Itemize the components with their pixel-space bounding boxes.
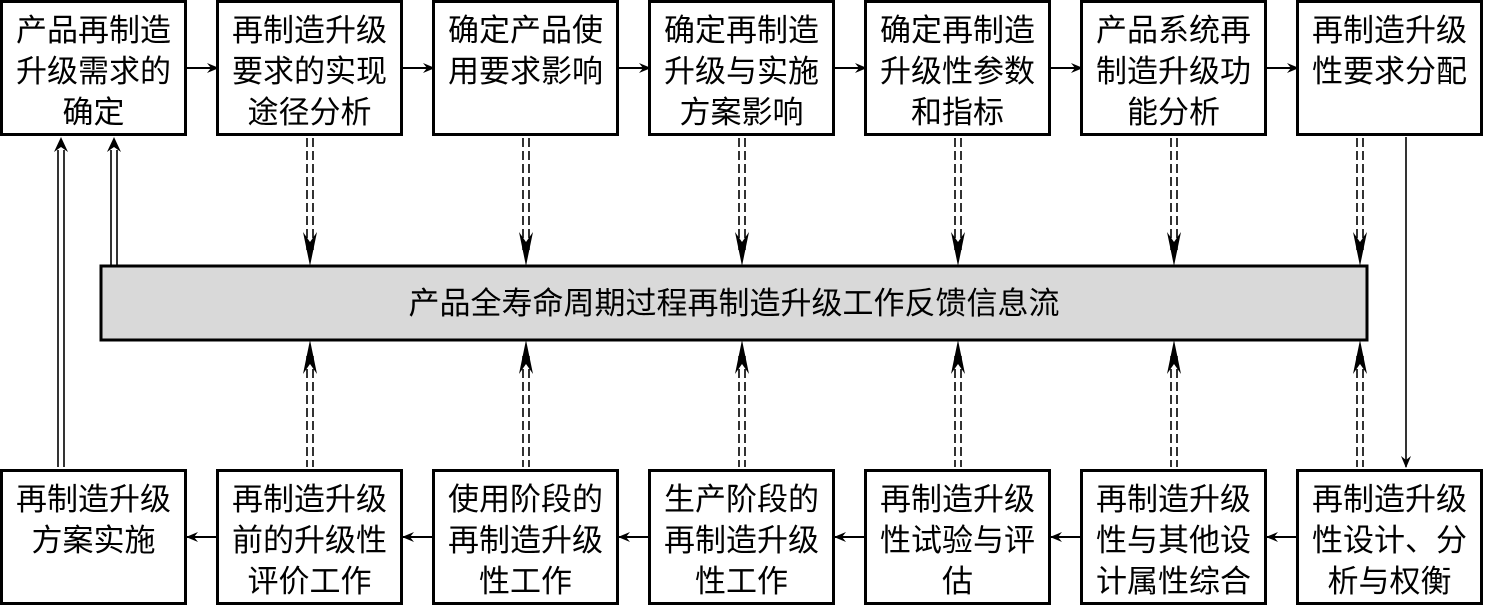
bottom-box-line: 再制造升级 (664, 523, 819, 559)
top-box-line: 产品再制造 (16, 13, 171, 49)
top-box-line: 制造升级功 (1096, 54, 1251, 90)
bottom-box-line: 再制造升级 (16, 482, 171, 518)
top-box-frame (432, 0, 619, 136)
bottom-box-line: 再制造升级 (880, 482, 1035, 518)
top-box-line: 产品系统再 (1096, 13, 1251, 49)
bottom-box-frame (648, 469, 835, 605)
bottom-box-line: 计属性综合 (1096, 564, 1251, 600)
bottom-box-frame (432, 469, 619, 605)
top-box-line: 升级性参数 (880, 54, 1035, 90)
top-box-frame (1296, 0, 1483, 136)
top-box-line: 确定再制造 (664, 13, 819, 49)
top-to-bar-links (306, 138, 1364, 250)
top-box-frame (864, 0, 1051, 136)
bottom-box-line: 再制造升级 (1096, 482, 1251, 518)
top-box-line: 再制造升级 (232, 13, 387, 49)
top-box-frame (1080, 0, 1267, 136)
top-box-line: 升级需求的 (16, 54, 171, 90)
bottom-box-line: 析与权衡 (1328, 564, 1452, 600)
connectors (54, 63, 1411, 542)
feedback-bar-label: 产品全寿命周期过程再制造升级工作反馈信息流 (409, 286, 1060, 322)
top-box-line: 和指标 (911, 95, 1004, 131)
bottom-box-line: 生产阶段的 (664, 482, 819, 518)
top-box-line: 性要求分配 (1312, 54, 1467, 90)
top-box-line: 确定再制造 (880, 13, 1035, 49)
bottom-box-line: 性设计、分 (1312, 523, 1467, 559)
left-double-arrow-from-bottom (54, 137, 68, 467)
top-box-line: 确定 (63, 95, 125, 131)
bottom-box-line: 性与其他设 (1096, 523, 1251, 559)
top-box-line: 方案影响 (680, 95, 804, 131)
bottom-box-frame (1080, 469, 1267, 605)
bottom-box-line: 性工作 (695, 564, 788, 600)
top-box-line: 升级与实施 (664, 54, 819, 90)
bottom-box-line: 再制造升级 (232, 482, 387, 518)
top-box-line: 确定产品使 (448, 13, 603, 49)
top-box-line: 能分析 (1127, 95, 1220, 131)
feedback-bar: 产品全寿命周期过程再制造升级工作反馈信息流 (99, 264, 1369, 342)
left-double-arrow-from-bar (107, 137, 121, 266)
feedback-bar-rect (99, 264, 1369, 342)
bottom-box-frame (1296, 469, 1483, 605)
bottom-box-line: 评价工作 (248, 564, 372, 600)
bottom-to-bar-arrowheads (303, 340, 1367, 374)
top-box-line: 要求的实现 (232, 54, 387, 90)
bottom-box-frame (216, 469, 403, 605)
bottom-box-frame (0, 469, 187, 605)
bottom-box-line: 使用阶段的 (448, 482, 603, 518)
top-box-frame (0, 0, 187, 136)
bottom-box-line: 性工作 (479, 564, 572, 600)
bottom-box-line: 方案实施 (32, 523, 156, 559)
top-box-line: 用要求影响 (448, 54, 603, 90)
top-box-line: 再制造升级 (1312, 13, 1467, 49)
top-box-frame (216, 0, 403, 136)
top-box-line: 途径分析 (248, 95, 372, 131)
bottom-to-bar-links (306, 356, 1364, 467)
bottom-box-line: 性试验与评 (880, 523, 1035, 559)
top-box-frame (648, 0, 835, 136)
bottom-box-line: 再制造升级 (448, 523, 603, 559)
top-to-bar-arrowheads (303, 232, 1367, 266)
bottom-box-line: 再制造升级 (1312, 482, 1467, 518)
bottom-box-line: 前的升级性 (232, 523, 387, 559)
bottom-box-line: 估 (942, 564, 973, 600)
bottom-box-frame (864, 469, 1051, 605)
